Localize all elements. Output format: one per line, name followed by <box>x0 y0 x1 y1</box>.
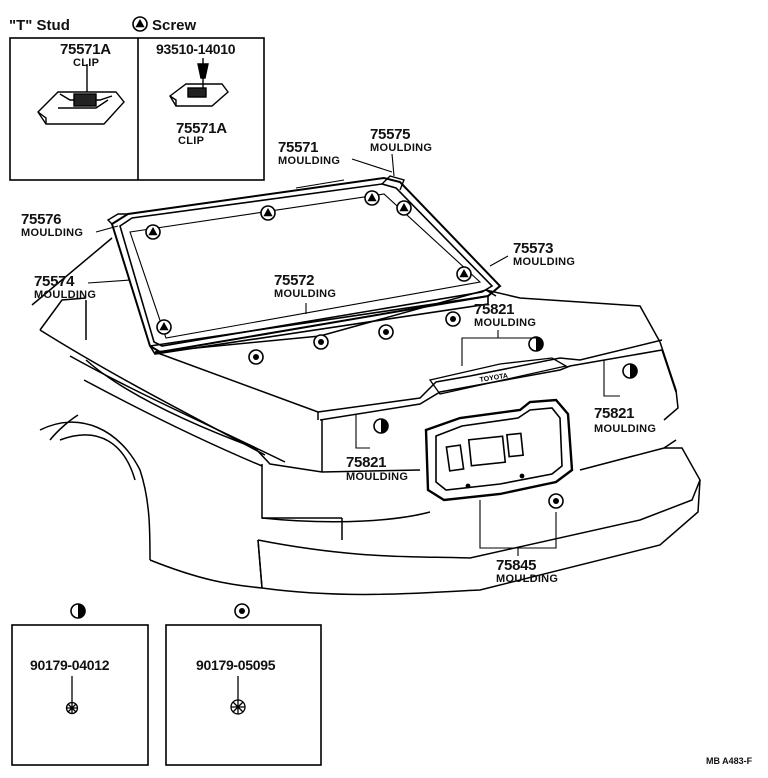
callout-75571-number: 75571 <box>278 139 319 156</box>
callout-75571-name: MOULDING <box>278 155 341 167</box>
screw-symbol-icon <box>260 205 276 221</box>
figure-code: MB A483-F <box>706 756 753 766</box>
screw-symbol-icon <box>364 190 380 206</box>
callout-75821-right-name: MOULDING <box>594 423 657 435</box>
trunk-badge: TOYOTA <box>479 373 508 384</box>
screw-symbol-icon <box>156 319 172 335</box>
leader-lines <box>87 153 620 556</box>
screw-clip-drawing <box>169 58 229 107</box>
callout-75574-name: MOULDING <box>34 289 97 301</box>
callout-75574-number: 75574 <box>34 273 75 290</box>
fastener-box-1-part-number: 90179-04012 <box>30 657 110 673</box>
callout-75572-name: MOULDING <box>274 288 337 300</box>
callout-75575-name: MOULDING <box>370 142 433 154</box>
callout-75576-number: 75576 <box>21 211 62 228</box>
clip-symbol-icon <box>313 334 329 350</box>
inset-t-stud-part-number: 75571A <box>60 41 111 58</box>
callout-75821-left-number: 75821 <box>346 454 387 471</box>
callout-75821-top-number: 75821 <box>474 301 515 318</box>
callout-75821-left-name: MOULDING <box>346 471 409 483</box>
t-stud-clip-drawing <box>37 64 125 125</box>
car-body-outline <box>31 237 701 596</box>
half-circle-icon <box>528 336 544 352</box>
clip-symbol-icon <box>248 349 264 365</box>
clip-symbol-icon <box>548 493 564 509</box>
callout-75572-number: 75572 <box>274 272 315 289</box>
screw-symbol-icon <box>396 200 412 216</box>
callout-75845-number: 75845 <box>496 557 537 574</box>
clip-symbol-icon <box>445 311 461 327</box>
callout-75821-top-name: MOULDING <box>474 317 537 329</box>
fastener-box-2-part-number: 90179-05095 <box>196 657 276 673</box>
screw-symbol-icon <box>456 266 472 282</box>
half-circle-icon <box>622 363 638 379</box>
half-circle-icon <box>70 603 86 619</box>
screw-legend-icon <box>132 16 148 32</box>
half-circle-icon <box>373 418 389 434</box>
inset-screw-clip-part-name: CLIP <box>178 135 205 147</box>
callout-75573-name: MOULDING <box>513 256 576 268</box>
inset-screw-clip-part-number: 75571A <box>176 120 227 137</box>
callout-75821-right-number: 75821 <box>594 405 635 422</box>
legend-t-stud-label: "T" Stud <box>9 17 70 34</box>
inset-frame <box>9 37 265 181</box>
license-plate-garnish <box>424 398 574 502</box>
inset-screw-part-number: 93510-14010 <box>156 41 236 57</box>
callout-75576-name: MOULDING <box>21 227 84 239</box>
callout-75845-name: MOULDING <box>496 573 559 585</box>
clip-symbol-icon <box>378 324 394 340</box>
fastener-drawings <box>65 676 246 715</box>
inset-t-stud-part-name: CLIP <box>73 57 100 69</box>
callout-75573-number: 75573 <box>513 240 554 257</box>
legend-screw-label: Screw <box>152 17 197 34</box>
fastener-boxes <box>11 624 322 766</box>
circle-with-dot-icon <box>234 603 250 619</box>
callout-75575-number: 75575 <box>370 126 411 143</box>
rear-window-mouldings <box>106 175 568 395</box>
screw-symbol-icon <box>145 224 161 240</box>
